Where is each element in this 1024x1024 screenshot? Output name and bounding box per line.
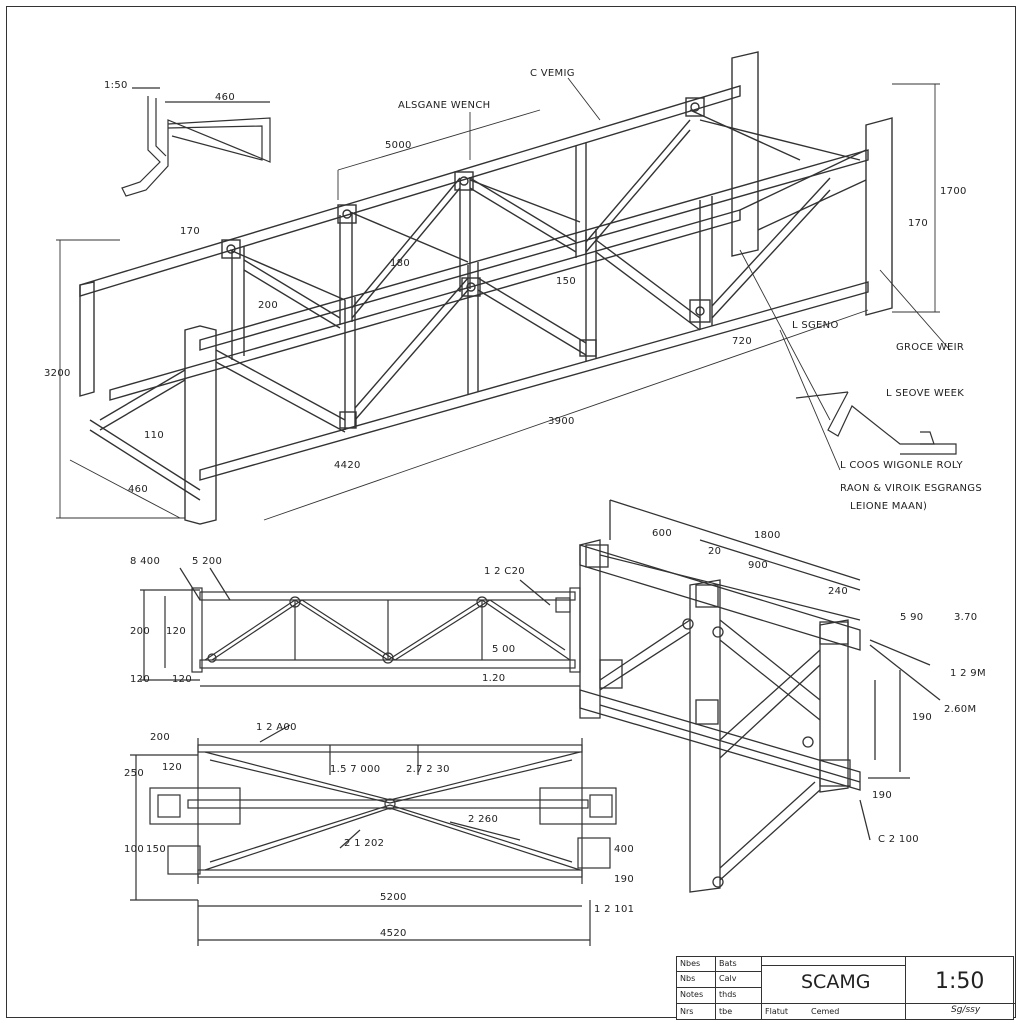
tb-row4-right: tbe	[719, 1007, 733, 1016]
label-f-150: 150	[146, 844, 166, 855]
title-block-divider	[905, 957, 906, 1019]
label-g-260: 2.60M	[944, 704, 977, 715]
tb-row1-right: Bats	[719, 959, 737, 968]
plan-view-truss	[130, 724, 617, 946]
label-e-120c: 1.20	[482, 673, 506, 684]
label-alsgane-wench: ALSGANE WENCH	[398, 100, 491, 111]
title-block-rule	[677, 987, 761, 988]
label-dim-200: 200	[258, 300, 278, 311]
drawing-scale: 1:50	[935, 969, 985, 994]
label-f-250: 250	[124, 768, 144, 779]
detail-sketch	[121, 87, 271, 197]
label-e-400: 8 400	[130, 556, 161, 567]
label-f-2120: 2 1 202	[344, 838, 385, 849]
tb-footer-mid: Cemed	[811, 1007, 840, 1016]
label-f-1210: 1 2 101	[594, 904, 635, 915]
tb-row3-right: thds	[719, 990, 737, 999]
label-e-1220: 1 2 C20	[484, 566, 525, 577]
isometric-truss	[79, 51, 893, 525]
tb-row2-left: Nbs	[680, 974, 696, 983]
tb-footer-left: Flatut	[765, 1007, 789, 1016]
label-g-600: 600	[652, 528, 672, 539]
label-dim-460: 460	[215, 92, 235, 103]
side-elevation-truss	[140, 567, 581, 687]
tb-row3-left: Notes	[680, 990, 704, 999]
label-f-5200: 5200	[380, 892, 407, 903]
label-dim-110: 110	[144, 430, 164, 441]
label-dim-170-a: 170	[180, 226, 200, 237]
label-dim-720: 720	[732, 336, 752, 347]
label-raon: RAON & VIROIK ESGRANGS	[840, 483, 982, 494]
wedge-detail	[795, 391, 957, 455]
tb-row2-right: Calv	[719, 974, 737, 983]
label-f-190: 190	[614, 874, 634, 885]
label-l-coos: L COOS WIGONLE ROLY	[840, 460, 963, 471]
label-f-100: 100	[124, 844, 144, 855]
label-f-1200: 1 2 A00	[256, 722, 297, 733]
label-f-400: 400	[614, 844, 634, 855]
label-dim-170-b: 170	[908, 218, 928, 229]
label-dim-5000: 5000	[385, 140, 412, 151]
title-block-rule	[761, 965, 905, 966]
title-block: Nbes Bats Nbs Calv Notes thds Nrs tbe Fl…	[676, 956, 1015, 1020]
title-block-rule	[677, 971, 761, 972]
label-scale-top: 1:50	[104, 80, 128, 91]
title-block-divider	[715, 957, 716, 1019]
tb-row4-left: Nrs	[680, 1007, 694, 1016]
label-e-120: 120	[166, 626, 186, 637]
label-g-c2100: C 2 100	[878, 834, 919, 845]
label-e-120b: 120	[130, 674, 150, 685]
title-block-rule	[677, 1003, 1015, 1004]
label-e-5200: 5 200	[192, 556, 223, 567]
label-e-120d: 120	[172, 674, 192, 685]
title-block-divider	[761, 957, 762, 1019]
label-dim-1700: 1700	[940, 186, 967, 197]
label-e-500: 5 00	[492, 644, 516, 655]
label-dim-180: 180	[390, 258, 410, 269]
label-g-190: 190	[912, 712, 932, 723]
label-f-4520: 4520	[380, 928, 407, 939]
label-dim-150: 150	[556, 276, 576, 287]
label-l-seove: L SEOVE WEEK	[886, 388, 965, 399]
tb-row1-left: Nbes	[680, 959, 701, 968]
label-g-240: 240	[828, 586, 848, 597]
label-g-590: 5 90	[900, 612, 924, 623]
label-leione: LEIONE MAAN)	[850, 501, 928, 512]
label-f-200: 200	[150, 732, 170, 743]
label-f-2260: 2 260	[468, 814, 499, 825]
signature: Sg/ssy	[951, 1005, 981, 1015]
label-g-1800: 1800	[754, 530, 781, 541]
label-dim-460b: 460	[128, 484, 148, 495]
dimension-lines-main	[56, 77, 951, 521]
label-c-veming: C VEMIG	[530, 68, 575, 79]
label-g-900: 900	[748, 560, 768, 571]
portal-frame-3d	[579, 499, 941, 893]
label-e-200: 200	[130, 626, 150, 637]
label-dim-3900: 3900	[548, 416, 575, 427]
label-g-1290: 1 2 9M	[950, 668, 986, 679]
label-f-120: 120	[162, 762, 182, 773]
drawing-title: SCAMG	[801, 971, 871, 993]
label-g-20: 20	[708, 546, 722, 557]
drawing-border	[6, 6, 1016, 1018]
label-dim-3200: 3200	[44, 368, 71, 379]
label-f-1570: 1.5 7 000	[330, 764, 381, 775]
label-dim-4420: 4420	[334, 460, 361, 471]
label-f-2730: 2.7 2 30	[406, 764, 450, 775]
label-l-sgeno: L SGENO	[792, 320, 839, 331]
label-g-370: 3.70	[954, 612, 978, 623]
label-g-190b: 190	[872, 790, 892, 801]
label-groce-weir: GROCE WEIR	[896, 342, 965, 353]
